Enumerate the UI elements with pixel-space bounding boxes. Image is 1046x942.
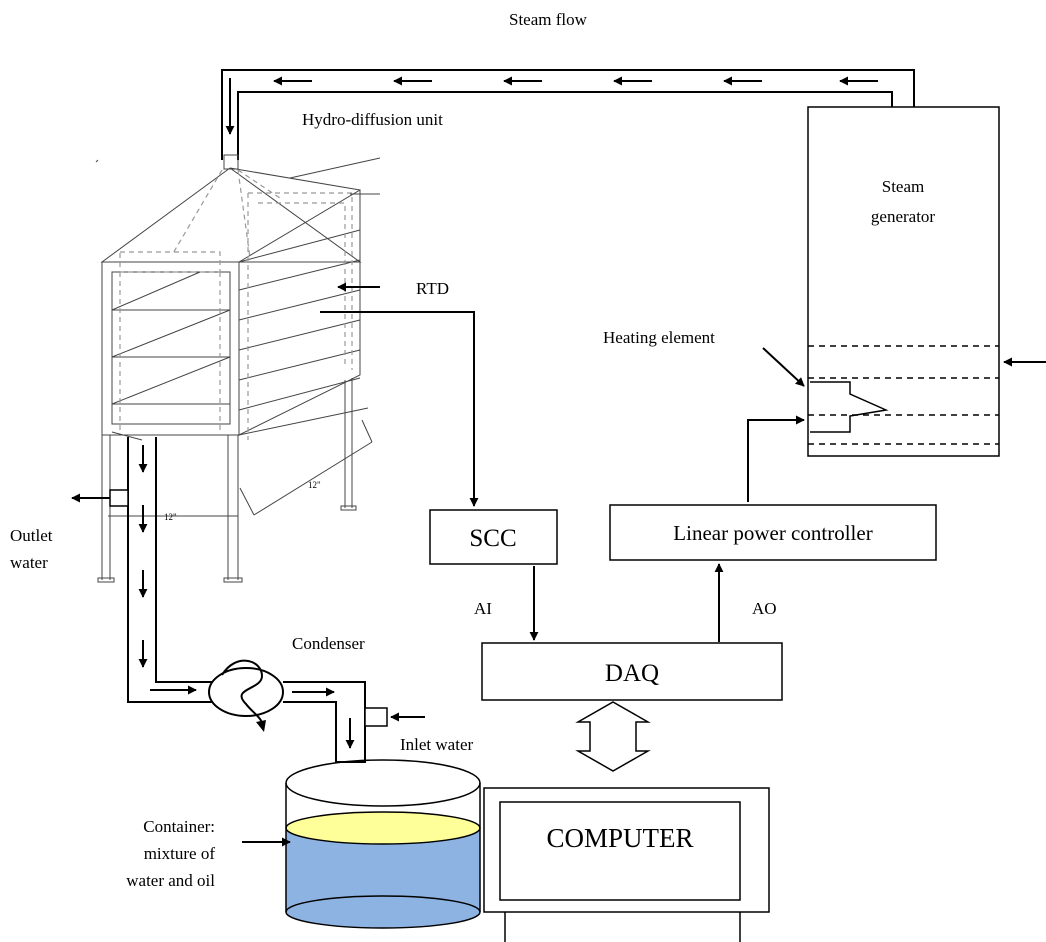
heating-element-pointer (762, 347, 805, 387)
ao-label: AO (752, 599, 777, 618)
container-liquid-surface (285, 811, 481, 845)
outlet-water-label-line1: Outlet (10, 526, 53, 545)
drain-pipe (127, 437, 212, 703)
heating-element-icon (810, 381, 889, 433)
unit-legs (97, 378, 357, 583)
daq-computer-double-arrow (575, 701, 651, 772)
container-label-line3: water and oil (126, 871, 215, 890)
hydro-diffusion-unit-label: Hydro-diffusion unit (302, 110, 443, 129)
container-label-line1: Container: (143, 817, 215, 836)
container-label-line2: mixture of (144, 844, 216, 863)
outlet-water-label-line2: water (10, 553, 48, 572)
condenser (208, 659, 284, 732)
dimension-lines: 12" 12" (108, 419, 373, 522)
steam-flow-label: Steam flow (509, 10, 588, 29)
daq-box (481, 642, 783, 701)
computer (483, 787, 770, 942)
condenser-label: Condenser (292, 634, 365, 653)
linear-power-controller-box (609, 504, 937, 561)
dimension-label-depth: 12" (308, 480, 321, 490)
steam-generator-label-line2: generator (871, 207, 936, 226)
computer-label: COMPUTER (546, 823, 693, 853)
ai-label: AI (474, 599, 492, 618)
outlet-water-port (71, 489, 129, 507)
heating-element-label: Heating element (603, 328, 715, 347)
scc-box (429, 509, 558, 565)
rtd-label: RTD (416, 279, 449, 298)
controller-to-heater-line (747, 415, 805, 502)
rtd-signal-line (320, 311, 479, 507)
hydro-diffusion-unit (95, 154, 381, 436)
steam-generator (807, 106, 1000, 457)
steam-pipe (221, 69, 915, 160)
unit-inner-dashed-frame (119, 169, 353, 440)
scc-label: SCC (469, 525, 516, 552)
daq-label: DAQ (605, 660, 659, 687)
condenser-outlet-pipe (283, 681, 366, 763)
dimension-label-width: 12" (164, 512, 177, 522)
steam-generator-label-line1: Steam (882, 177, 925, 196)
container-liquid-bottom (285, 895, 481, 929)
container (285, 759, 481, 929)
inlet-water-port (364, 707, 425, 727)
inlet-water-label: Inlet water (400, 735, 473, 754)
linear-power-controller-label: Linear power controller (673, 521, 872, 545)
